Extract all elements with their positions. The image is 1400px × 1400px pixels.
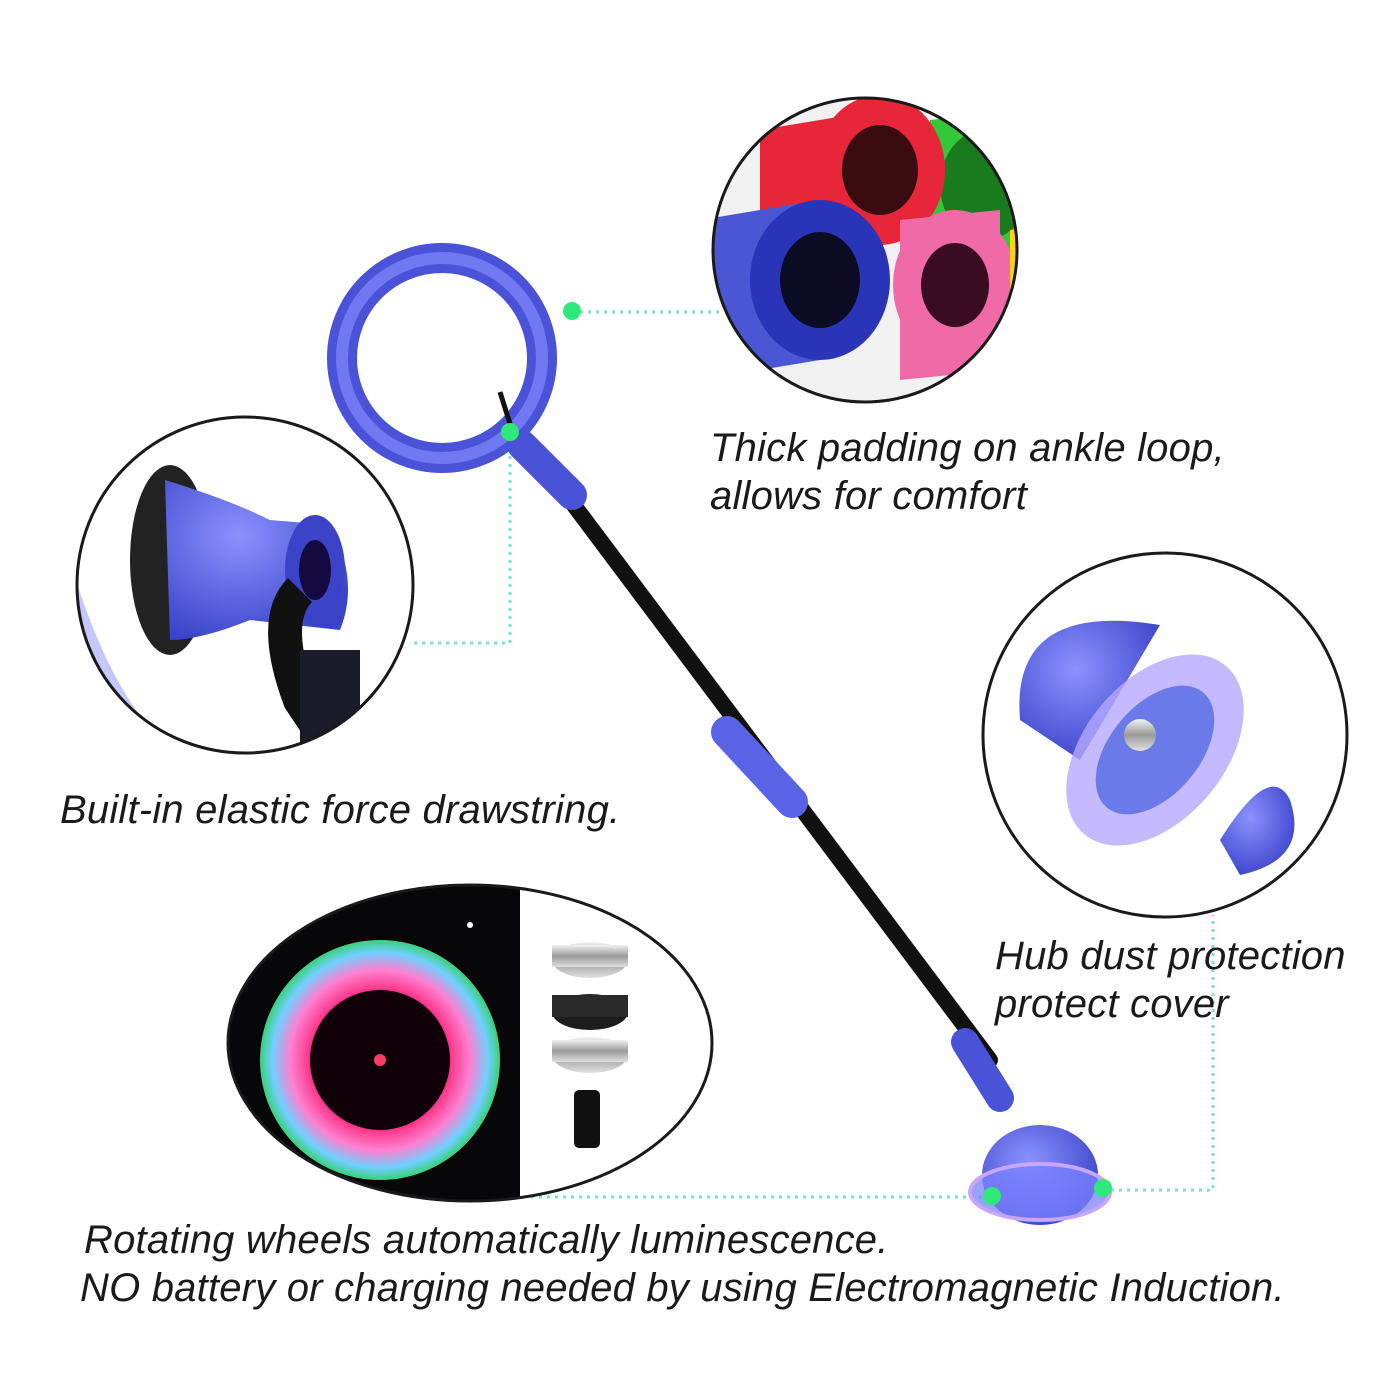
drawstring-detail: [75, 415, 415, 755]
drawstring-caption: Built-in elastic force drawstring.: [60, 786, 620, 834]
connector-dots: [501, 302, 1112, 1205]
connector-lines: [412, 310, 1215, 1199]
luminous-wheel-detail: [226, 883, 714, 1203]
hub-caption-line1: Hub dust protection: [995, 934, 1346, 978]
hub-caption-line2: protect cover: [995, 982, 1229, 1026]
bearing-parts-icon: [552, 942, 628, 1148]
wheels-caption-line1: Rotating wheels automatically luminescen…: [84, 1218, 889, 1262]
padding-caption: Thick padding on ankle loop, allows for …: [710, 424, 1225, 520]
drawstring-caption-line: Built-in elastic force drawstring.: [60, 788, 621, 832]
padding-caption-line1: Thick padding on ankle loop,: [710, 426, 1225, 470]
foam-tubes-detail: [711, 96, 1019, 404]
wheels-caption: Rotating wheels automatically luminescen…: [80, 1216, 1285, 1312]
padding-caption-line2: allows for comfort: [710, 474, 1028, 518]
hub-caption: Hub dust protection protect cover: [995, 932, 1346, 1028]
hub-cover-detail: [981, 551, 1349, 919]
wheels-caption-line2: NO battery or charging needed by using E…: [80, 1266, 1285, 1310]
